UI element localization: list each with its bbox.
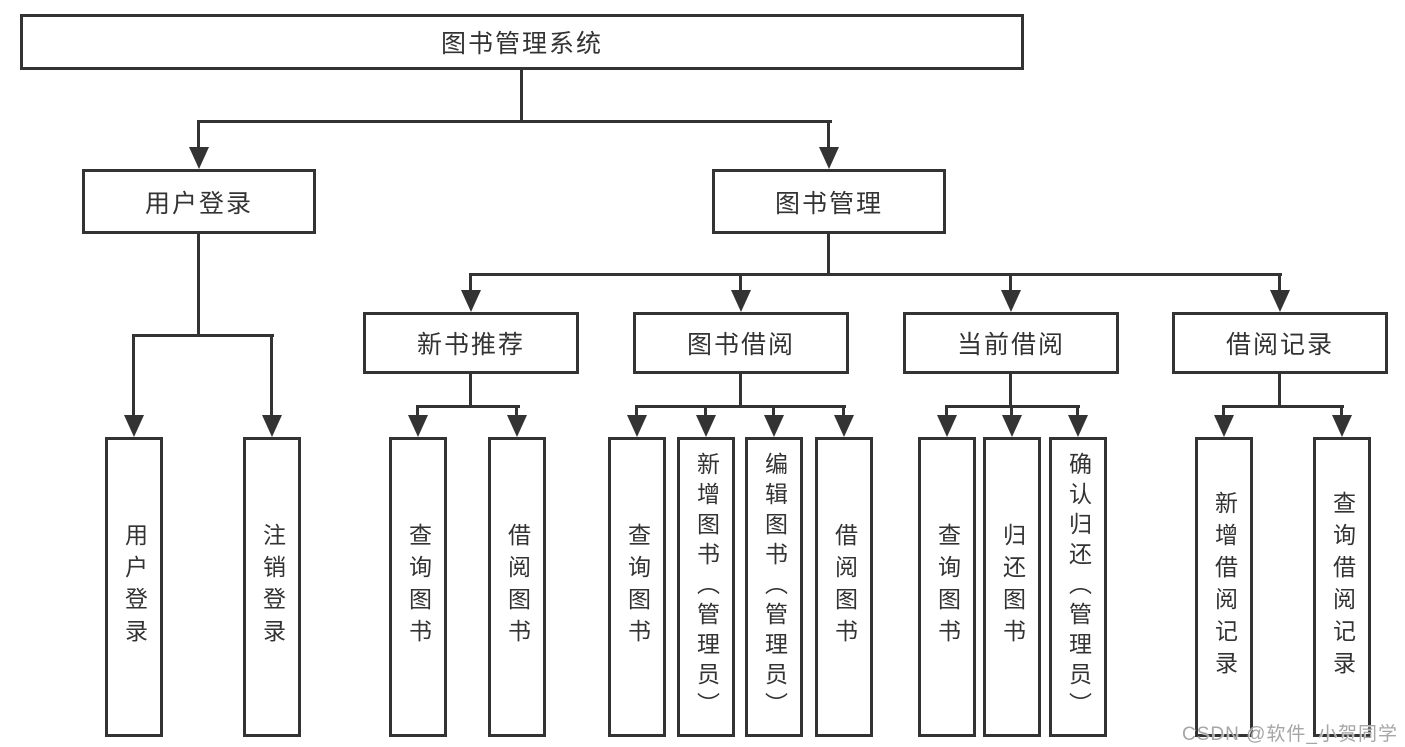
arrowhead-down-icon [834,415,854,437]
leaf-edit-book-admin: 编辑图书（管理员） [745,437,803,737]
connector-drop-leaf [1076,405,1079,419]
connector-borrow-records-stem [1278,373,1281,407]
leaf-add-book-admin: 新增图书（管理员） [677,437,735,737]
arrowhead-down-icon [764,415,784,437]
node-root-library-system: 图书管理系统 [20,14,1024,70]
node-borrow-records: 借阅记录 [1172,312,1388,374]
arrowhead-down-icon [1068,415,1088,437]
leaf-borrow-books: 借阅图书 [815,437,873,737]
connector-drop-current-borrow [1009,273,1012,293]
arrowhead-down-icon [408,415,428,437]
leaf-confirm-return-admin: 确认归还（管理员） [1049,437,1107,737]
connector-drop-leaf [1222,405,1225,419]
connector-drop-leaf [704,405,707,419]
connector-level3-rail [470,273,1282,276]
leaf-label: 新增借阅记录 [1211,491,1238,683]
leaf-label: 确认归还（管理员） [1065,452,1092,722]
arrowhead-down-icon [1002,415,1022,437]
leaf-label: 查询图书 [624,523,651,651]
leaf-query-borrow-record: 查询借阅记录 [1313,437,1371,737]
arrowhead-down-icon [189,147,209,169]
connector-new-book-recommend-rail [416,405,520,408]
arrowhead-down-icon [696,415,716,437]
leaf-user-login: 用户登录 [105,437,163,737]
connector-drop-leaf [1340,405,1343,419]
connector-drop-leaf [772,405,775,419]
leaf-add-borrow-record: 新增借阅记录 [1195,437,1253,737]
leaf-label: 查询借阅记录 [1329,491,1356,683]
connector-book-management-stem [827,233,830,275]
leaf-label: 编辑图书（管理员） [761,452,788,722]
connector-drop-leaf [842,405,845,419]
leaf-return-books: 归还图书 [983,437,1041,737]
arrowhead-down-icon [937,415,957,437]
connector-drop-leaf [132,334,135,417]
csdn-watermark: CSDN @软件_小贺同学 [1182,724,1398,745]
leaf-label: 用户登录 [121,523,148,651]
connector-drop-borrow-records [1278,273,1281,293]
leaf-label: 借阅图书 [831,523,858,651]
arrowhead-down-icon [1001,290,1021,312]
leaf-logout: 注销登录 [243,437,301,737]
leaf-label: 借阅图书 [504,523,531,651]
connector-drop-leaf [1010,405,1013,419]
connector-root-stem [520,68,523,123]
leaf-label: 查询图书 [934,523,961,651]
leaf-label: 新增图书（管理员） [693,452,720,722]
leaf-query-books: 查询图书 [918,437,976,737]
arrowhead-down-icon [1332,415,1352,437]
arrowhead-down-icon [262,415,282,437]
connector-drop-book-borrow [739,273,742,293]
leaf-label: 归还图书 [999,523,1026,651]
connector-drop-leaf [945,405,948,419]
arrowhead-down-icon [124,415,144,437]
arrowhead-down-icon [1214,415,1234,437]
arrowhead-down-icon [731,290,751,312]
arrowhead-down-icon [627,415,647,437]
node-current-borrow: 当前借阅 [903,312,1119,374]
connector-book-borrow-stem [739,373,742,407]
connector-current-borrow-stem [1009,373,1012,407]
arrowhead-down-icon [507,415,527,437]
connector-new-book-recommend-stem [469,373,472,407]
arrowhead-down-icon [819,147,839,169]
connector-user-login-rail [132,334,274,337]
leaf-label: 查询图书 [405,523,432,651]
connector-level2-rail [198,120,832,123]
node-new-book-recommend: 新书推荐 [363,312,579,374]
arrowhead-down-icon [1270,290,1290,312]
connector-drop-new-book-recommend [469,273,472,293]
leaf-query-books: 查询图书 [608,437,666,737]
connector-drop-leaf [515,405,518,419]
connector-user-login-stem [197,233,200,336]
connector-borrow-records-rail [1222,405,1344,408]
node-book-borrow: 图书借阅 [633,312,849,374]
connector-book-borrow-rail [635,405,846,408]
arrowhead-down-icon [461,290,481,312]
connector-drop-book-management [827,120,830,150]
node-user-login: 用户登录 [82,169,316,234]
connector-drop-user-login [197,120,200,150]
leaf-label: 注销登录 [259,523,286,651]
connector-drop-leaf [416,405,419,419]
connector-drop-leaf [270,334,273,417]
connector-drop-leaf [635,405,638,419]
leaf-borrow-books: 借阅图书 [488,437,546,737]
node-book-management: 图书管理 [712,169,946,234]
leaf-query-books: 查询图书 [389,437,447,737]
